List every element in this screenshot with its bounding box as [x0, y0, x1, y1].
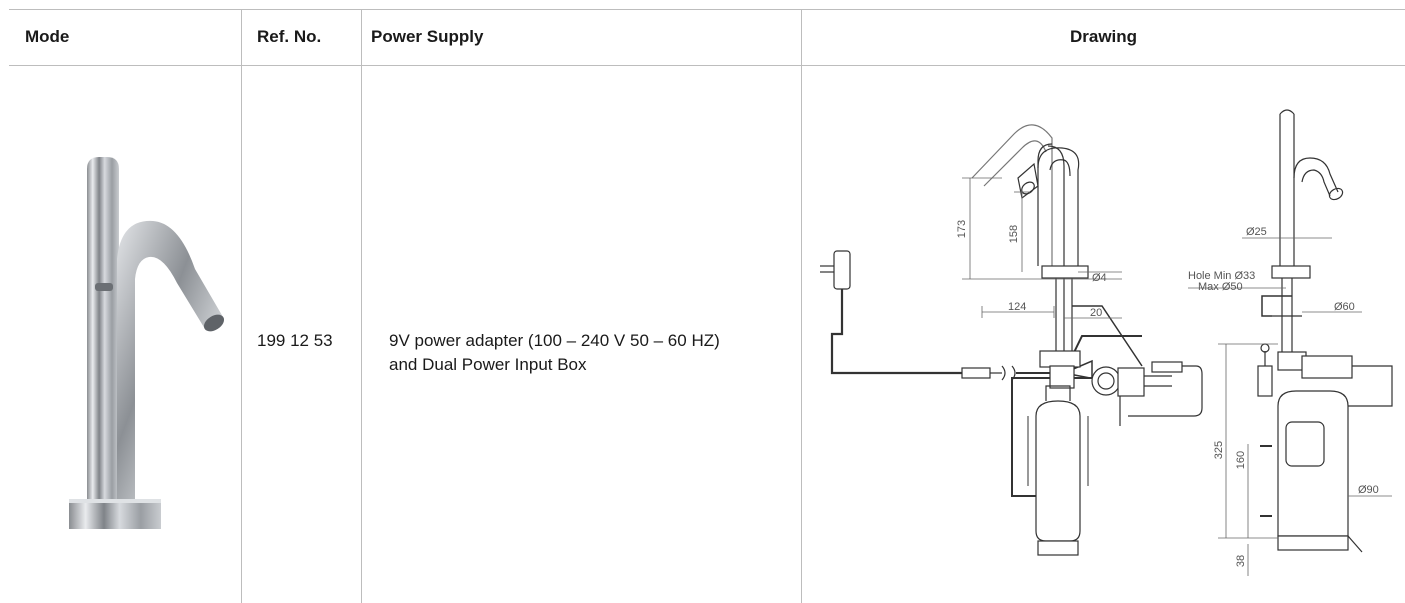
dim-160: 160: [1235, 451, 1247, 469]
header-power-supply: Power Supply: [371, 27, 484, 46]
dim-124: 124: [1008, 301, 1026, 313]
column-divider-3: [801, 9, 802, 603]
header-divider: [9, 65, 1405, 66]
header-drawing: Drawing: [1069, 27, 1138, 46]
dim-hole-max: Max Ø50: [1198, 281, 1243, 293]
dim-d4: Ø4: [1092, 272, 1107, 284]
dim-d25: Ø25: [1246, 226, 1267, 238]
product-table: Mode Ref. No. Power Supply Drawing: [9, 9, 1405, 603]
column-divider-1: [241, 9, 242, 603]
dim-325: 325: [1213, 441, 1225, 459]
faucet-product-image: [69, 157, 225, 529]
header-ref-no: Ref. No.: [257, 27, 322, 46]
header-mode: Mode: [25, 27, 70, 46]
dim-173: 173: [956, 220, 968, 238]
power-supply-line-2: and Dual Power Input Box: [389, 355, 587, 374]
dim-38: 38: [1235, 555, 1247, 567]
dim-d60: Ø60: [1334, 301, 1355, 313]
dim-d90: Ø90: [1358, 484, 1379, 496]
dim-158: 158: [1008, 225, 1020, 243]
dim-hole-min: Hole Min Ø33: [1188, 270, 1255, 282]
technical-drawing: 173 158 Ø4 124 20 Ø25 Hole Min Ø33 Max Ø…: [820, 109, 1393, 576]
table-top-border: [9, 9, 1405, 10]
ref-no-value: 199 12 53: [257, 331, 333, 350]
column-divider-2: [361, 9, 362, 603]
dim-20: 20: [1090, 307, 1102, 319]
power-supply-line-1: 9V power adapter (100 – 240 V 50 – 60 HZ…: [389, 331, 720, 350]
